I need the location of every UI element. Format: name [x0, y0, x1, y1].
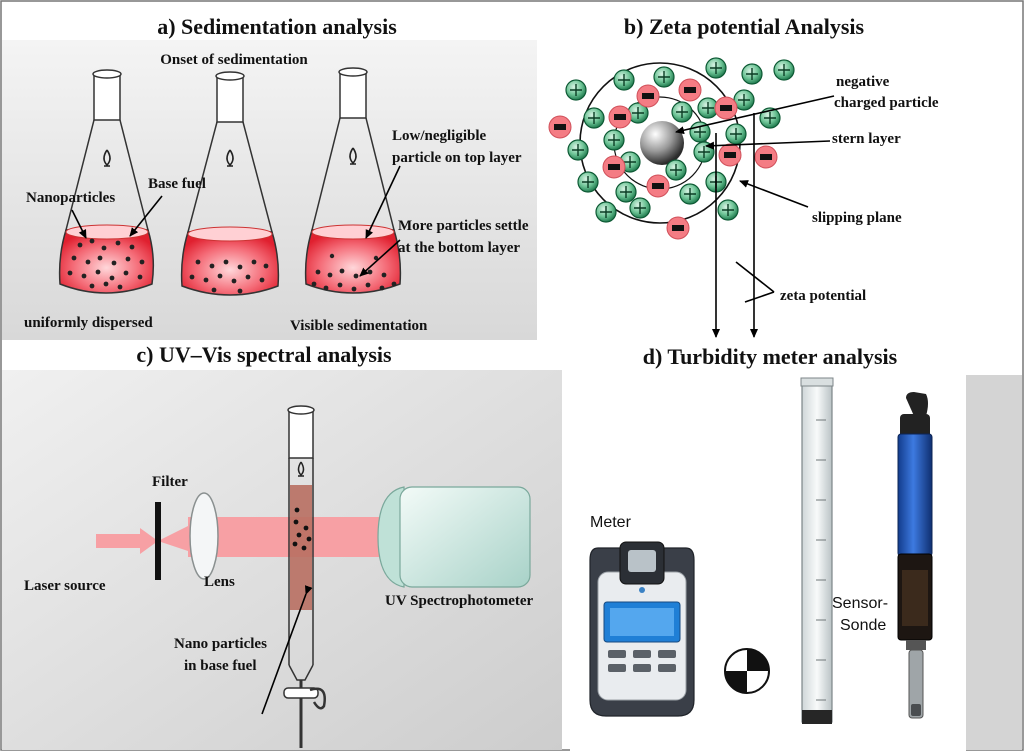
flask-uniform-stopper-mark	[103, 149, 111, 167]
turbidity-meter-device	[589, 541, 695, 717]
label-lens: Lens	[204, 574, 235, 590]
turbidity-tube	[800, 377, 834, 724]
flask-onset	[180, 71, 280, 296]
central-particle	[640, 121, 684, 165]
label-sensor: Sensor-	[832, 595, 888, 612]
label-uniformly-dispersed: uniformly dispersed	[24, 315, 153, 331]
panel-d-title: d) Turbidity meter analysis	[643, 344, 898, 369]
label-low-negligible-2: particle on top layer	[392, 150, 522, 166]
label-charged-particle: charged particle	[834, 95, 939, 111]
label-nano-particles-2: in base fuel	[184, 658, 257, 674]
sensor-sonde-probe	[897, 392, 933, 719]
uv-spectrophotometer-device	[399, 486, 531, 588]
label-base-fuel: Base fuel	[148, 176, 206, 192]
label-nanoparticles: Nanoparticles	[26, 190, 115, 206]
label-meter: Meter	[590, 514, 632, 531]
positive-signs	[570, 62, 790, 218]
panel-a-pointer-arrows	[71, 165, 401, 277]
zeta-diagram: negative charged particle stern layer sl…	[548, 57, 939, 338]
label-more-particles-2: at the bottom layer	[398, 240, 520, 256]
label-filter: Filter	[152, 474, 188, 490]
label-low-negligible-1: Low/negligible	[392, 128, 487, 144]
panel-b-pointer-arrows	[675, 95, 835, 338]
label-slipping-plane: slipping plane	[812, 210, 902, 226]
label-negative: negative	[836, 74, 890, 90]
turbidity-setup	[589, 377, 933, 724]
label-laser-source: Laser source	[24, 578, 106, 594]
secchi-disk	[724, 648, 770, 694]
nanoparticle-dots	[292, 507, 312, 551]
flask-uniform	[58, 69, 155, 294]
flask-settled-stopper-mark	[349, 147, 357, 165]
laser-source-arrow	[96, 528, 158, 554]
lens-shape	[189, 492, 219, 580]
label-onset-sedimentation: Onset of sedimentation	[160, 52, 308, 68]
label-nano-particles-1: Nano particles	[174, 636, 267, 652]
panel-b-title: b) Zeta potential Analysis	[624, 14, 865, 39]
label-visible-sedimentation: Visible sedimentation	[290, 318, 428, 334]
flask-onset-stopper-mark	[226, 149, 234, 167]
label-sonde: Sonde	[840, 617, 886, 634]
label-more-particles-1: More particles settle	[398, 218, 529, 234]
filter-plate	[155, 502, 161, 580]
panel-a-title: a) Sedimentation analysis	[157, 14, 397, 39]
label-zeta-potential: zeta potential	[780, 288, 866, 304]
nanofluid-column	[290, 485, 312, 610]
panel-d-side-strip	[966, 375, 1022, 750]
uv-vis-setup	[96, 405, 531, 748]
label-stern-layer: stern layer	[832, 131, 901, 147]
nanoparticle-pointer	[261, 585, 313, 715]
stopcock	[309, 687, 326, 710]
flask-settled	[304, 67, 402, 294]
label-uv-spectrophotometer: UV Spectrophotometer	[385, 593, 534, 609]
panel-c-title: c) UV–Vis spectral analysis	[136, 342, 392, 367]
negative-signs	[554, 87, 772, 231]
